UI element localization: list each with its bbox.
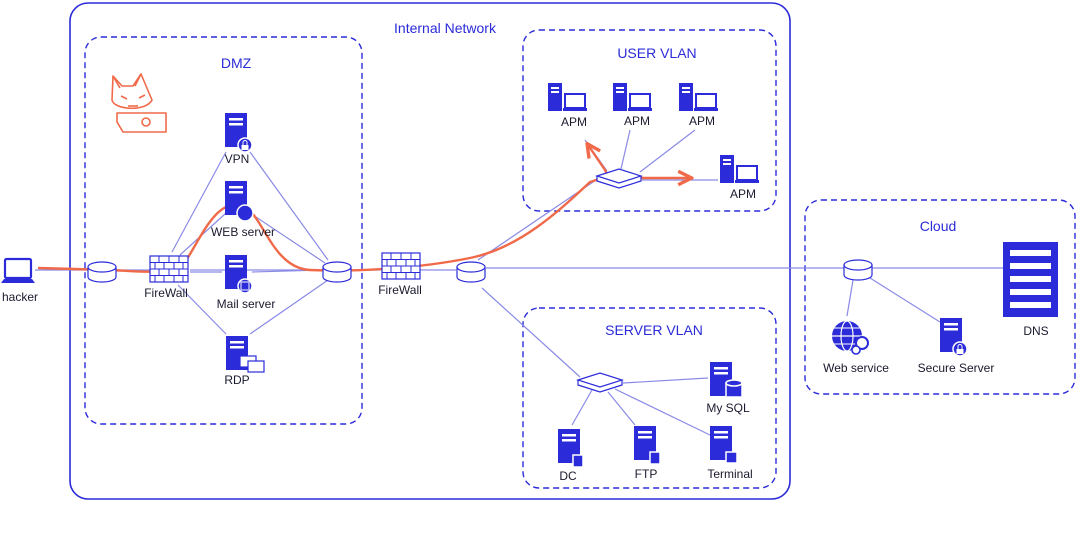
rdp-server[interactable]: RDP <box>224 336 265 387</box>
apm-2[interactable]: APM <box>612 82 653 128</box>
vpn-label: VPN <box>225 152 250 166</box>
lock-icon <box>952 341 968 357</box>
workstation-icon <box>678 82 719 112</box>
dns-server[interactable]: DNS <box>1003 242 1058 338</box>
apm-1[interactable]: APM <box>547 82 588 129</box>
windows-icon <box>239 355 265 373</box>
dc-label: DC <box>559 469 577 483</box>
router-icon[interactable] <box>322 261 352 283</box>
internal-network-zone <box>69 2 791 500</box>
database-icon <box>725 379 743 398</box>
connection-lines <box>35 129 1003 436</box>
hacker-cat-icon <box>111 73 167 133</box>
apm-1-label: APM <box>561 115 587 129</box>
dmz-title: DMZ <box>221 55 252 71</box>
firewall-2[interactable]: FireWall <box>378 252 422 297</box>
user-vlan-zone <box>522 29 777 212</box>
router-icon[interactable] <box>456 261 486 283</box>
server-vlan-title: SERVER VLAN <box>605 322 703 338</box>
dmz-zone <box>84 36 363 425</box>
dc-server[interactable]: DC <box>558 429 584 483</box>
secure-server[interactable]: Secure Server <box>918 318 995 375</box>
router-icon[interactable] <box>843 259 873 281</box>
firewall-icon <box>149 255 189 283</box>
mysql-label: My SQL <box>706 401 750 415</box>
secure-server-label: Secure Server <box>918 361 995 375</box>
user-vlan-title: USER VLAN <box>617 45 696 61</box>
web-service[interactable]: Web service <box>823 320 889 375</box>
mail-icon <box>237 278 253 294</box>
vpn-server[interactable]: VPN <box>225 113 253 166</box>
apm-4[interactable]: APM <box>719 154 760 201</box>
workstation-icon <box>719 154 760 184</box>
globe-badge-icon <box>236 204 254 222</box>
terminal-icon <box>725 451 738 464</box>
mysql-server[interactable]: My SQL <box>706 362 750 415</box>
apm-4-label: APM <box>730 187 756 201</box>
workstation-icon <box>612 82 653 112</box>
apm-3-label: APM <box>689 114 715 128</box>
web-server[interactable]: WEB server <box>211 181 275 239</box>
terminal-label: Terminal <box>707 467 752 481</box>
cloud-zone <box>804 199 1076 395</box>
mail-server[interactable]: Mail server <box>217 255 276 311</box>
switch-icon[interactable] <box>596 168 642 189</box>
router-icon[interactable] <box>87 261 117 283</box>
firewall-2-label: FireWall <box>378 283 422 297</box>
web-service-label: Web service <box>823 361 889 375</box>
lock-icon <box>237 137 253 153</box>
hacker-laptop[interactable]: hacker <box>1 257 38 304</box>
apm-3[interactable]: APM <box>678 82 719 128</box>
internal-network-title: Internal Network <box>394 20 497 36</box>
firewall-1-label: FireWall <box>144 286 188 300</box>
file-icon <box>649 451 661 465</box>
server-vlan-zone <box>522 307 777 489</box>
rdp-label: RDP <box>224 373 249 387</box>
firewall-icon <box>381 252 421 280</box>
ftp-server[interactable]: FTP <box>634 426 661 481</box>
ftp-label: FTP <box>635 467 658 481</box>
cloud-title: Cloud <box>920 218 957 234</box>
hacker-label: hacker <box>2 290 38 304</box>
gear-icon <box>851 336 869 355</box>
apm-2-label: APM <box>624 114 650 128</box>
mail-server-label: Mail server <box>217 297 276 311</box>
web-server-label: WEB server <box>211 225 275 239</box>
workstation-icon <box>547 82 588 112</box>
document-icon <box>572 454 584 468</box>
terminal-server[interactable]: Terminal <box>707 426 753 481</box>
dns-rack-icon <box>1003 242 1058 317</box>
laptop-icon <box>1 257 35 283</box>
dns-label: DNS <box>1023 324 1048 338</box>
firewall-1[interactable]: FireWall <box>144 255 189 300</box>
